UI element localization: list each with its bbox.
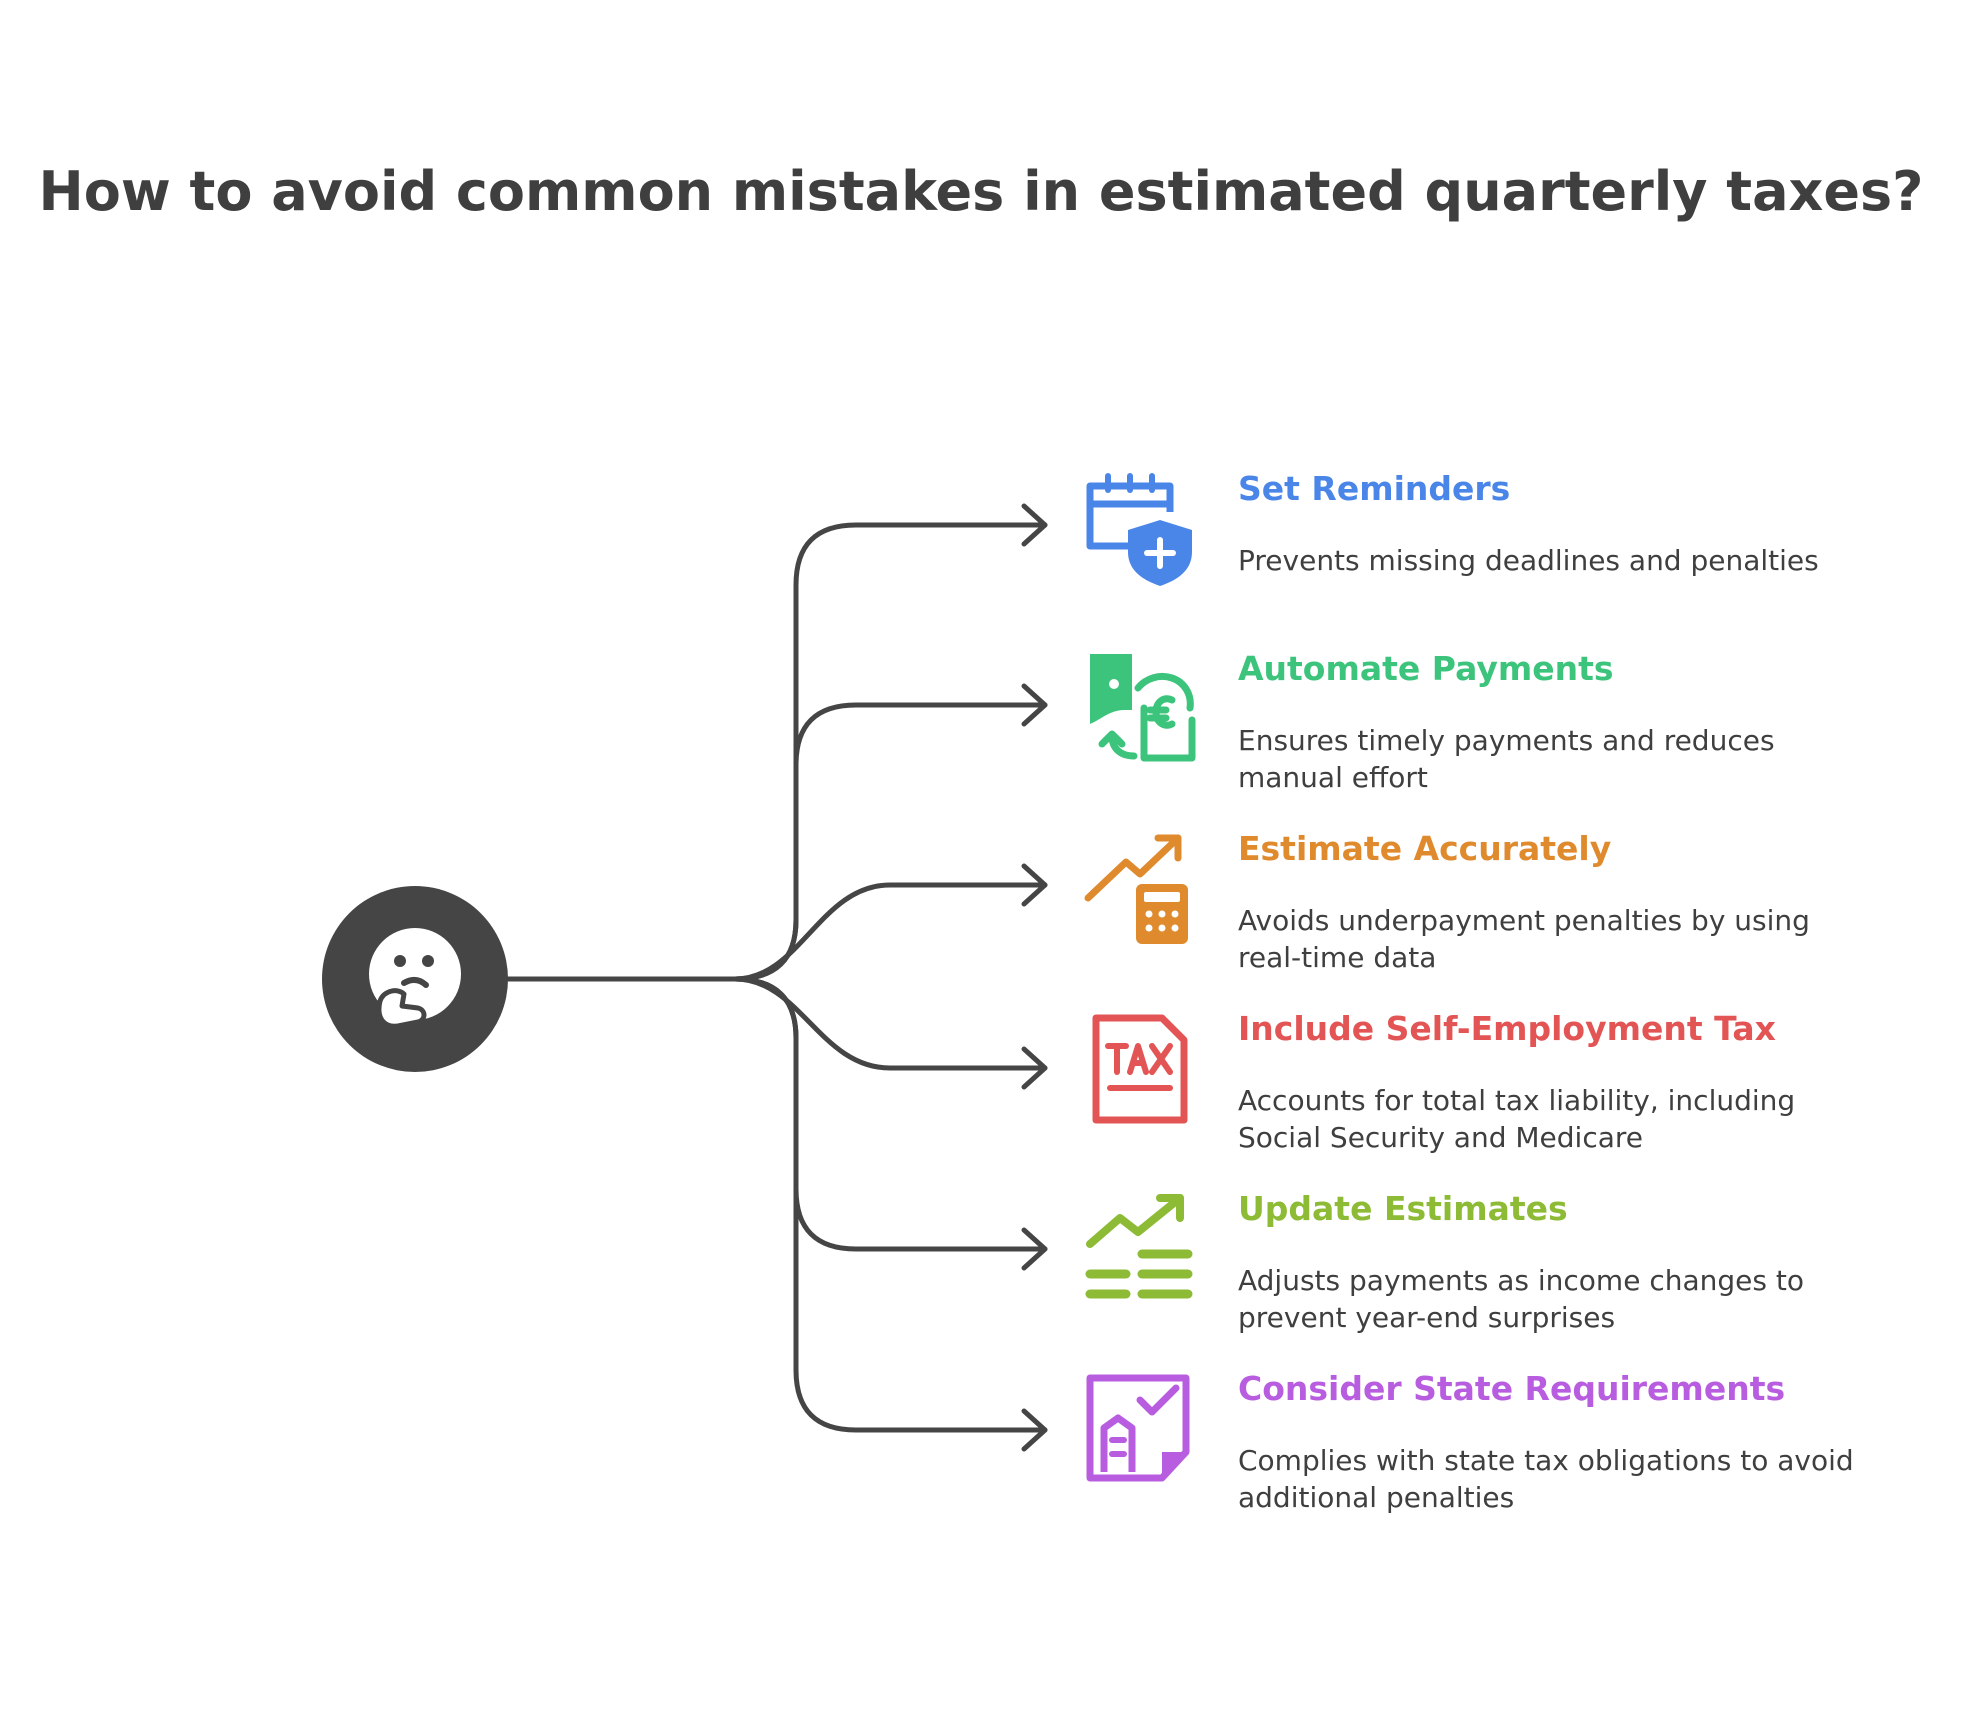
trend-calculator-icon (1084, 834, 1188, 944)
connector-set-reminders (732, 522, 1048, 982)
item-desc-estimate-accurately: Avoids underpayment penalties by using r… (1238, 904, 1810, 974)
calendar-shield-icon (1086, 473, 1192, 586)
item-desc-state-requirements: Complies with state tax obligations to a… (1238, 1444, 1854, 1514)
arrowhead-5 (1021, 1227, 1048, 1271)
item-title-set-reminders: Set Reminders (1238, 469, 1511, 508)
item-title-self-employment-tax: Include Self-Employment Tax (1238, 1009, 1776, 1048)
thinking-face-icon (369, 928, 461, 1029)
state-building-checklist-icon (1086, 1374, 1190, 1482)
diagram-title: How to avoid common mistakes in estimate… (38, 160, 1924, 223)
tax-document-icon (1092, 1014, 1188, 1124)
currency-exchange-icon (1090, 654, 1196, 762)
item-desc-update-estimates: Adjusts payments as income changes to pr… (1238, 1264, 1804, 1334)
item-title-update-estimates: Update Estimates (1238, 1189, 1568, 1228)
arrowhead-3 (1021, 863, 1048, 907)
connector-state-requirements (732, 976, 1048, 1433)
arrowhead-4 (1021, 1046, 1048, 1090)
connector-automate-payments (732, 702, 1048, 982)
arrowhead-2 (1021, 683, 1048, 727)
item-title-estimate-accurately: Estimate Accurately (1238, 829, 1612, 868)
item-desc-automate-payments: Ensures timely payments and reduces manu… (1238, 724, 1775, 794)
item-title-state-requirements: Consider State Requirements (1238, 1369, 1786, 1408)
connector-estimate-accurately (732, 882, 1048, 982)
arrowhead-1 (1021, 503, 1048, 547)
growth-chart-icon (1085, 1194, 1193, 1299)
item-desc-set-reminders: Prevents missing deadlines and penalties (1238, 544, 1819, 577)
item-title-automate-payments: Automate Payments (1238, 649, 1614, 688)
connector-update-estimates (732, 976, 1048, 1252)
hub-circle (322, 886, 508, 1072)
arrowhead-6 (1021, 1408, 1048, 1452)
item-desc-self-employment-tax: Accounts for total tax liability, includ… (1238, 1084, 1796, 1154)
